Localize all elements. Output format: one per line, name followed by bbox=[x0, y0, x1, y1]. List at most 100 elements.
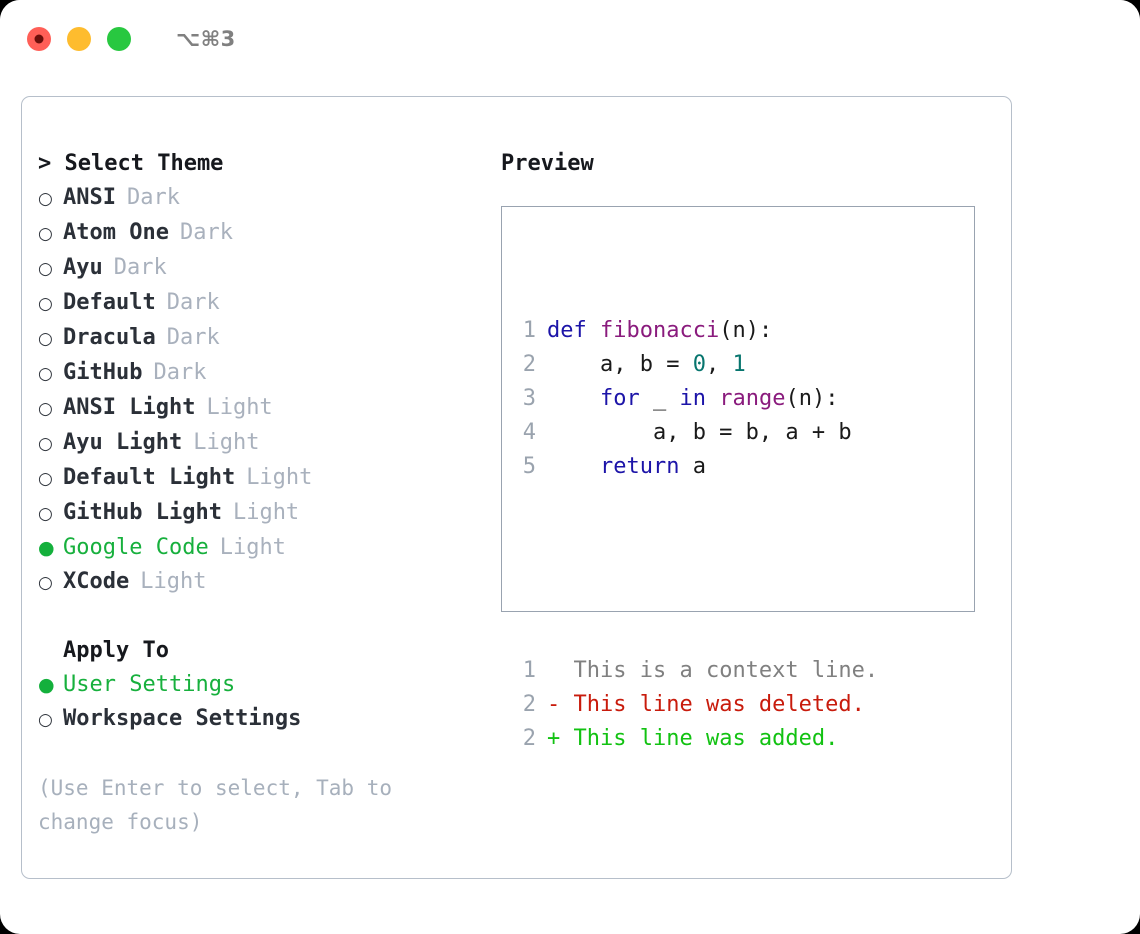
diff-marker bbox=[547, 658, 574, 683]
code-line: 4 a, b = b, a + b bbox=[518, 416, 878, 450]
theme-option-label: GitHub Light bbox=[63, 500, 222, 525]
theme-option-label: Default Light bbox=[63, 465, 236, 490]
code-line: 2 a, b = 0, 1 bbox=[518, 348, 878, 382]
radio-unselected-icon: ○ bbox=[38, 259, 53, 279]
radio-unselected-icon: ○ bbox=[38, 224, 53, 244]
apply-to-heading: Apply To bbox=[63, 638, 169, 663]
theme-option-default[interactable]: ○ Default Dark bbox=[38, 286, 478, 321]
theme-option-kind: Light bbox=[246, 465, 313, 490]
theme-option-github-light[interactable]: ○ GitHub Light Light bbox=[38, 496, 478, 531]
theme-option-kind: Light bbox=[140, 569, 207, 594]
diff-text: This is a context line. bbox=[573, 658, 879, 683]
code-token: a, b = b, a + b bbox=[547, 420, 852, 445]
select-theme-heading: > Select Theme bbox=[38, 151, 224, 176]
theme-option-label: XCode bbox=[63, 569, 130, 594]
theme-option-dracula[interactable]: ○ Dracula Dark bbox=[38, 321, 478, 356]
apply-to-option-label: Workspace Settings bbox=[63, 706, 302, 731]
line-number: 2 bbox=[522, 692, 536, 717]
traffic-light-buttons bbox=[27, 27, 131, 51]
radio-unselected-icon: ○ bbox=[38, 469, 53, 489]
diff-line: 2- This line was deleted. bbox=[518, 688, 878, 722]
theme-option-xcode[interactable]: ○ XCode Light bbox=[38, 565, 478, 600]
radio-unselected-icon: ○ bbox=[38, 294, 53, 314]
theme-option-kind: Light bbox=[193, 430, 260, 455]
apply-to-option-user-settings[interactable]: ● User Settings bbox=[38, 668, 478, 702]
apply-to-option-label: User Settings bbox=[63, 672, 236, 697]
theme-option-label: ANSI Light bbox=[63, 395, 196, 420]
diff-text: This line was deleted. bbox=[573, 692, 865, 717]
theme-option-label: Atom One bbox=[63, 220, 169, 245]
code-token: for bbox=[599, 386, 640, 411]
code-token: , bbox=[705, 352, 733, 377]
radio-unselected-icon: ○ bbox=[38, 329, 53, 349]
code-token: (n): bbox=[719, 318, 773, 343]
keyboard-shortcut-label: ⌥⌘3 bbox=[176, 27, 236, 51]
code-token: _ bbox=[639, 386, 680, 411]
theme-option-label: ANSI bbox=[63, 185, 116, 210]
theme-option-kind: Dark bbox=[153, 360, 207, 385]
code-token: return bbox=[599, 454, 680, 479]
preview-heading: Preview bbox=[501, 151, 594, 176]
theme-option-label: Google Code bbox=[63, 535, 209, 560]
diff-text: This line was added. bbox=[573, 726, 839, 751]
line-number: 2 bbox=[522, 352, 536, 377]
theme-option-kind: Light bbox=[206, 395, 273, 420]
radio-selected-icon: ● bbox=[38, 674, 55, 696]
code-token bbox=[547, 454, 600, 479]
code-token: 1 bbox=[732, 352, 746, 377]
close-button[interactable] bbox=[27, 27, 51, 51]
line-number: 3 bbox=[522, 386, 536, 411]
radio-unselected-icon: ○ bbox=[38, 710, 53, 730]
radio-unselected-icon: ○ bbox=[38, 364, 53, 384]
code-token: a bbox=[679, 454, 706, 479]
theme-option-label: GitHub bbox=[63, 360, 143, 385]
radio-selected-icon: ● bbox=[38, 537, 55, 559]
theme-option-label: Dracula bbox=[63, 325, 156, 350]
code-line: 5 return a bbox=[518, 450, 878, 484]
theme-option-kind: Dark bbox=[113, 255, 167, 280]
titlebar: ⌥⌘3 bbox=[0, 0, 1140, 78]
code-line: 3 for _ in range(n): bbox=[518, 382, 878, 416]
theme-option-default-light[interactable]: ○ Default Light Light bbox=[38, 461, 478, 496]
theme-option-github[interactable]: ○ GitHub Dark bbox=[38, 356, 478, 391]
line-number: 1 bbox=[522, 658, 536, 683]
theme-option-label: Default bbox=[63, 290, 156, 315]
code-spacer bbox=[518, 552, 878, 586]
theme-option-atom-one[interactable]: ○ Atom One Dark bbox=[38, 216, 478, 251]
radio-unselected-icon: ○ bbox=[38, 573, 53, 593]
line-number: 1 bbox=[522, 318, 536, 343]
diff-marker: + bbox=[547, 726, 574, 751]
radio-unselected-icon: ○ bbox=[38, 434, 53, 454]
diff-line: 2+ This line was added. bbox=[518, 722, 878, 756]
code-token: range bbox=[719, 386, 786, 411]
theme-option-kind: Dark bbox=[166, 290, 220, 315]
code-token: in bbox=[679, 386, 706, 411]
radio-unselected-icon: ○ bbox=[38, 504, 53, 524]
diff-line: 1 This is a context line. bbox=[518, 654, 878, 688]
theme-option-kind: Dark bbox=[179, 220, 233, 245]
maximize-button[interactable] bbox=[107, 27, 131, 51]
code-token: fibonacci bbox=[599, 318, 720, 343]
code-token bbox=[706, 386, 719, 411]
code-token: (n): bbox=[785, 386, 839, 411]
theme-option-kind: Dark bbox=[166, 325, 220, 350]
apply-to-option-workspace-settings[interactable]: ○ Workspace Settings bbox=[38, 702, 478, 737]
theme-option-kind: Light bbox=[232, 500, 300, 525]
code-token: a, b = bbox=[547, 352, 693, 377]
theme-option-label: Ayu bbox=[63, 255, 103, 280]
line-number: 5 bbox=[522, 454, 536, 479]
theme-option-google-code[interactable]: ● Google Code Light bbox=[38, 531, 478, 565]
minimize-button[interactable] bbox=[67, 27, 91, 51]
theme-option-ayu[interactable]: ○ Ayu Dark bbox=[38, 251, 478, 286]
theme-option-kind: Light bbox=[219, 535, 286, 560]
